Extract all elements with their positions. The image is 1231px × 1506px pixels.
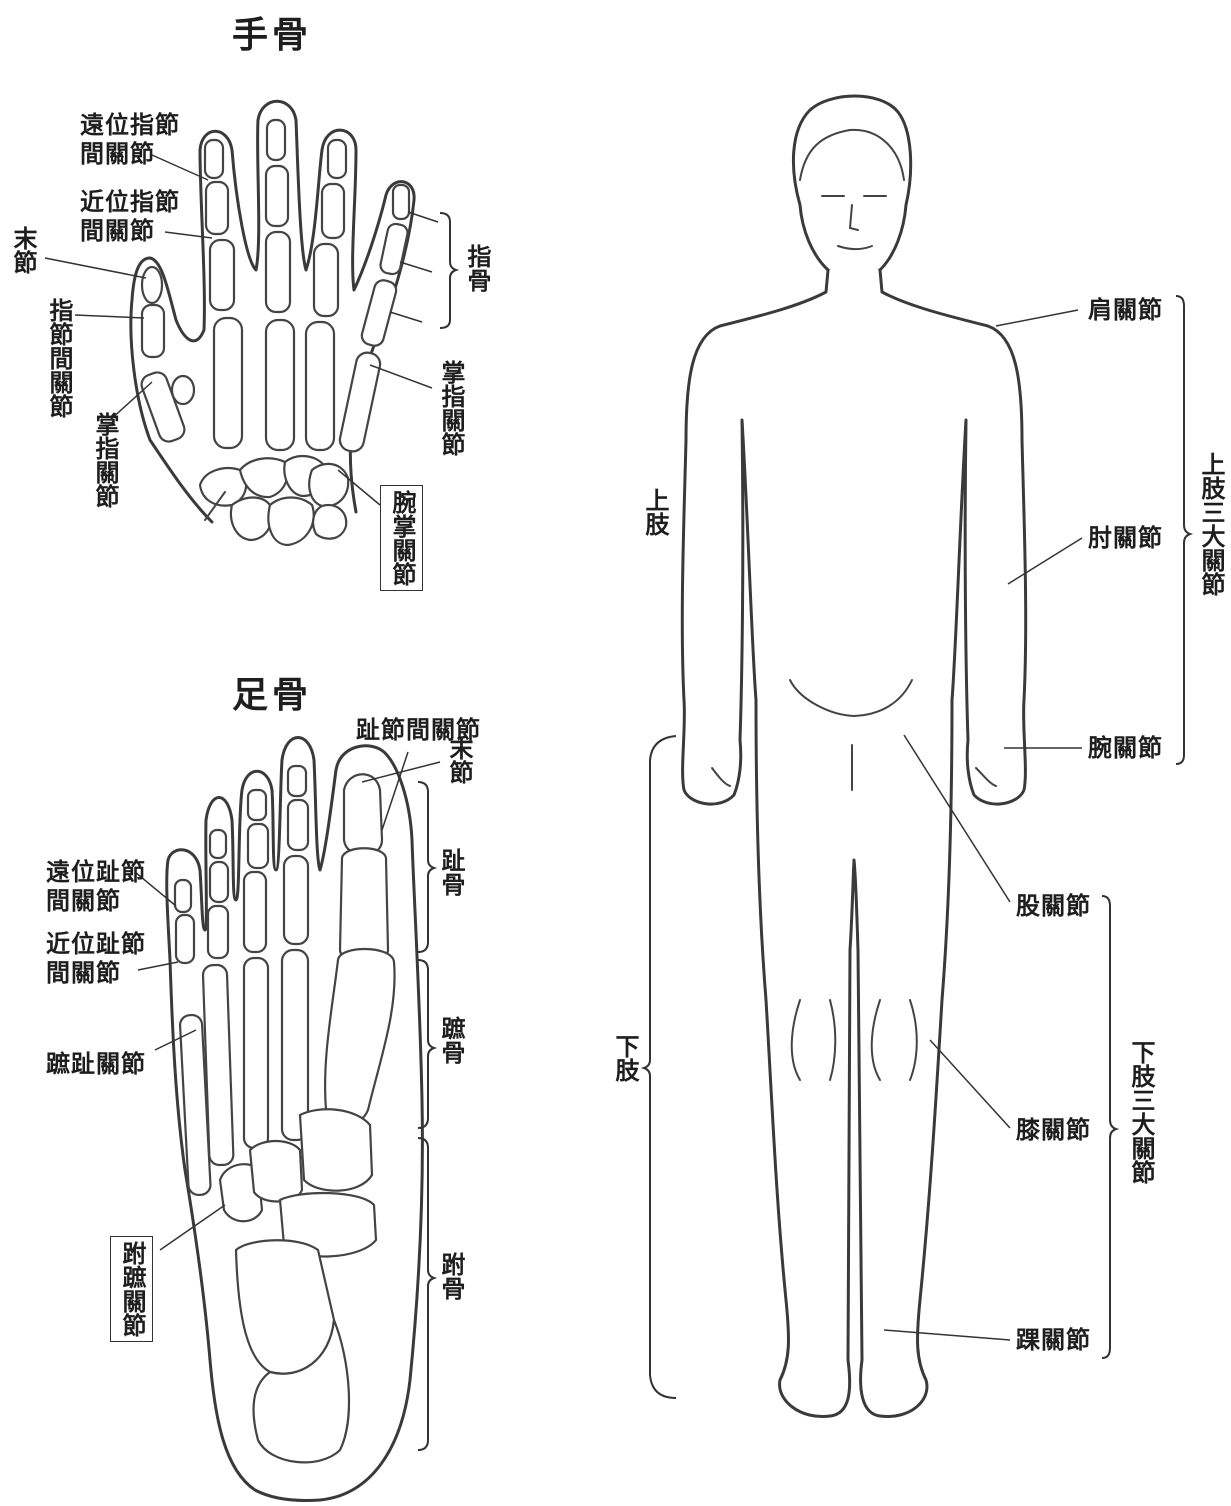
hand-mcp-right-label: 掌指關節 bbox=[436, 360, 465, 456]
hand-title: 手骨 bbox=[232, 6, 312, 58]
elbow-joint-label: 肘關節 bbox=[1088, 524, 1163, 553]
foot-phalanges-label: 趾骨 bbox=[436, 848, 465, 896]
hand-dip-label: 遠位指節 間關節 bbox=[80, 111, 180, 169]
head bbox=[793, 96, 910, 279]
wrist-joint-label: 腕關節 bbox=[1088, 734, 1163, 763]
foot-tip-label: 末節 bbox=[444, 736, 473, 784]
hand-ip-label: 指節間關節 bbox=[44, 298, 73, 418]
foot-tarsals-label: 跗骨 bbox=[436, 1252, 465, 1300]
hand-mcp-left-label: 掌指關節 bbox=[90, 412, 119, 508]
hand-cmc-label: 腕掌關節 bbox=[380, 485, 423, 591]
hand-tip-label: 末節 bbox=[8, 226, 37, 274]
foot-mtp-label: 蹠趾關節 bbox=[46, 1050, 146, 1079]
knee-joint-label: 膝關節 bbox=[1016, 1116, 1091, 1145]
shoulder-joint-label: 肩關節 bbox=[1088, 296, 1163, 325]
body-figure bbox=[682, 96, 1025, 1417]
foot-metatarsals-label: 蹠骨 bbox=[436, 1016, 465, 1064]
hand-bone bbox=[142, 305, 164, 357]
hand-pip-label: 近位指節 間關節 bbox=[80, 188, 180, 246]
foot-dip-label: 遠位趾節 間關節 bbox=[46, 858, 146, 916]
hand-bone bbox=[172, 376, 194, 404]
foot-pip-label: 近位趾節 間關節 bbox=[46, 930, 146, 988]
foot-title: 足骨 bbox=[232, 666, 312, 718]
upper-limb-label: 上肢 bbox=[640, 488, 669, 536]
lower-limb-label: 下肢 bbox=[610, 1034, 639, 1082]
hand-phalanges-label: 指骨 bbox=[462, 244, 491, 292]
hip-joint-label: 股關節 bbox=[1016, 892, 1091, 921]
body-outline bbox=[682, 270, 1025, 1417]
foot-tmt-label: 跗蹠關節 bbox=[110, 1236, 153, 1342]
ankle-joint-label: 踝關節 bbox=[1016, 1326, 1091, 1355]
upper-three-joints-label: 上肢三大關節 bbox=[1196, 452, 1225, 596]
hand-bone bbox=[142, 267, 162, 303]
lower-three-joints-label: 下肢三大關節 bbox=[1126, 1040, 1155, 1184]
foot-diagram bbox=[167, 738, 423, 1501]
